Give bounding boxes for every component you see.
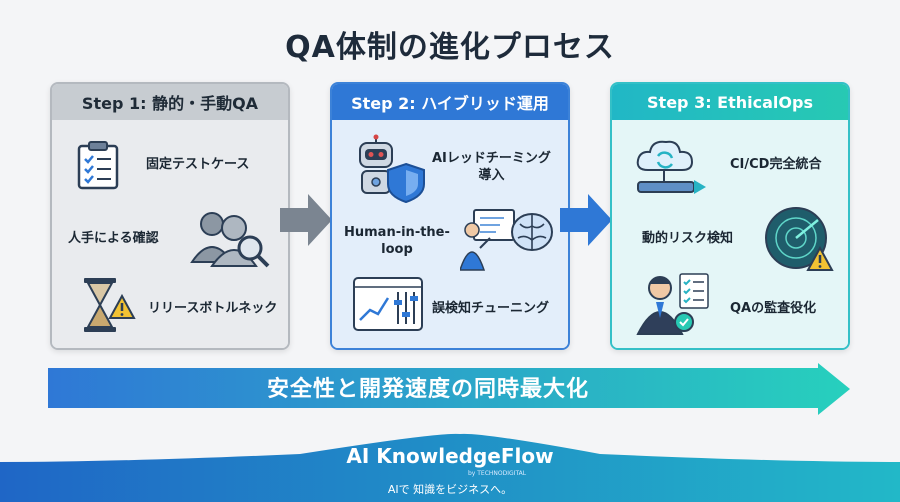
- chart-sliders-icon: [353, 277, 423, 331]
- auditor-checklist-icon: [636, 273, 709, 335]
- step-3-header: Step 3: EthicalOps: [612, 84, 848, 120]
- radar-warning-icon: [765, 207, 834, 271]
- step-2-item-1: AIレッドチーミング 導入: [432, 151, 551, 183]
- step-3-item-1: CI/CD完全統合: [730, 157, 822, 172]
- person-brain-board-icon: [460, 209, 553, 271]
- step-1-item-2: 人手による確認: [68, 231, 159, 246]
- cloud-pipeline-icon: [636, 140, 706, 194]
- step-3-panel: Step 3: EthicalOps CI/CD完全統合 動的リスク検知: [610, 82, 850, 350]
- people-search-icon: [190, 212, 270, 268]
- step-2-item-3: 誤検知チューニング: [432, 301, 550, 316]
- step-2-item-2: Human-in-the- loop: [344, 225, 450, 257]
- step-1-header: Step 1: 静的・手動QA: [52, 84, 288, 120]
- robot-shield-icon: [359, 134, 425, 204]
- page-title: QA体制の進化プロセス: [285, 30, 615, 65]
- step-arrow-2: [560, 194, 612, 246]
- footer-brand: AI KnowledgeFlow: [346, 444, 554, 468]
- step-arrow-1: [280, 194, 332, 246]
- step-3-item-2: 動的リスク検知: [642, 231, 734, 246]
- step-2-panel: Step 2: ハイブリッド運用 AIレッドチーミング 導入 Human-in-…: [330, 82, 570, 350]
- step-3-item-3: QAの監査役化: [730, 301, 817, 316]
- step-1-item-1: 固定テストケース: [146, 157, 250, 172]
- footer-tagline: AIで 知識をビジネスへ。: [387, 483, 513, 496]
- banner-text: 安全性と開発速度の同時最大化: [266, 377, 589, 402]
- footer-background: [0, 433, 900, 502]
- step-2-header: Step 2: ハイブリッド運用: [332, 84, 568, 120]
- banner-arrow: [48, 363, 850, 415]
- step-1-panel: Step 1: 静的・手動QA 固定テストケース 人手による確認: [50, 82, 290, 350]
- footer-by: by TECHNODIGITAL: [468, 470, 527, 477]
- step-1-item-3: リリースボトルネック: [148, 301, 278, 316]
- clipboard-icon: [77, 141, 119, 190]
- hourglass-warning-icon: [84, 278, 136, 332]
